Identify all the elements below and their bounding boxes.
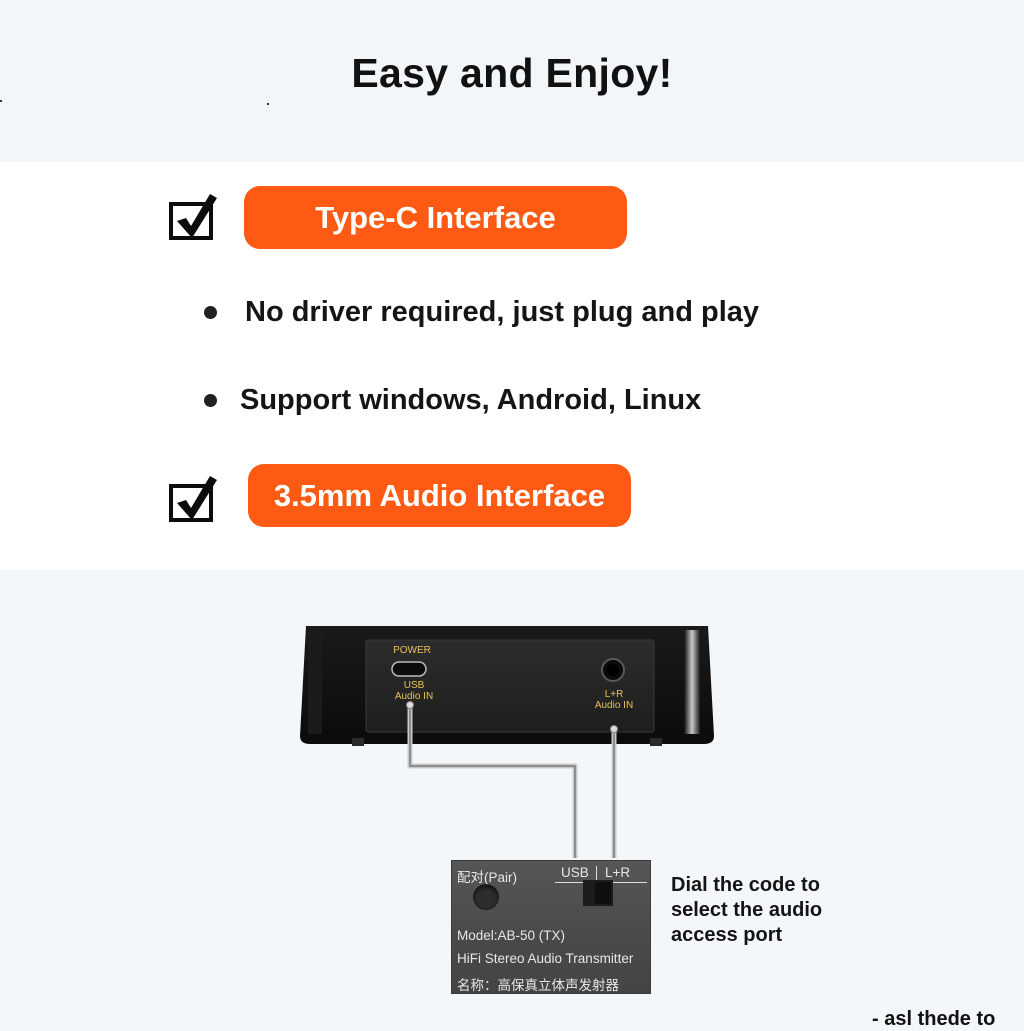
header-band <box>0 0 1024 162</box>
model-text: Model:AB-50 (TX) <box>457 928 566 943</box>
lr-switch-label: L+R <box>605 865 631 880</box>
pair-label: 配对(Pair) <box>457 870 517 885</box>
usb-port-sublabel: Audio IN <box>395 691 433 702</box>
switch-divider <box>596 866 597 882</box>
bullet-dot-icon <box>204 306 217 319</box>
feature-audio-pill: 3.5mm Audio Interface <box>248 464 631 527</box>
dial-caption: Dial the code to select the audio access… <box>671 873 871 948</box>
bullet-text: Support windows, Android, Linux <box>240 384 702 416</box>
lr-port-label: L+R <box>605 689 624 700</box>
chinese-name-text: 名称：高保真立体声发射器 <box>457 978 619 993</box>
dial-caption-line: Dial the code to <box>671 874 820 896</box>
dial-switch-knob <box>595 882 611 904</box>
speck <box>267 103 269 105</box>
bullet-dot-icon <box>204 394 217 407</box>
pair-button-icon <box>474 885 498 909</box>
feature-type-c-pill: Type-C Interface <box>244 186 627 249</box>
checkbox-checked-icon <box>169 194 217 240</box>
usb-port-label: USB <box>404 680 425 691</box>
bullet-item: No driver required, just plug and play <box>204 296 759 329</box>
dial-caption-line: access port <box>671 924 783 946</box>
transmitter-label-plate: 配对(Pair) USB L+R Model:AB-50 (TX) HiFi S… <box>451 860 651 994</box>
lr-port-sublabel: Audio IN <box>595 700 633 711</box>
page-title: Easy and Enjoy! <box>351 50 673 96</box>
dial-caption-line: select the audio <box>671 899 823 921</box>
checkbox-checked-icon <box>169 476 217 522</box>
usb-switch-label: USB <box>561 865 589 880</box>
bullet-text: No driver required, just plug and play <box>245 296 760 328</box>
speck <box>0 100 2 102</box>
description-text: HiFi Stereo Audio Transmitter <box>457 951 634 966</box>
bullet-item: Support windows, Android, Linux <box>204 384 701 417</box>
power-label: POWER <box>393 645 431 656</box>
device-rear-panel: POWER USB Audio IN L+R Audio IN <box>300 626 714 746</box>
cropped-caption: - asl thede to <box>872 1008 996 1030</box>
